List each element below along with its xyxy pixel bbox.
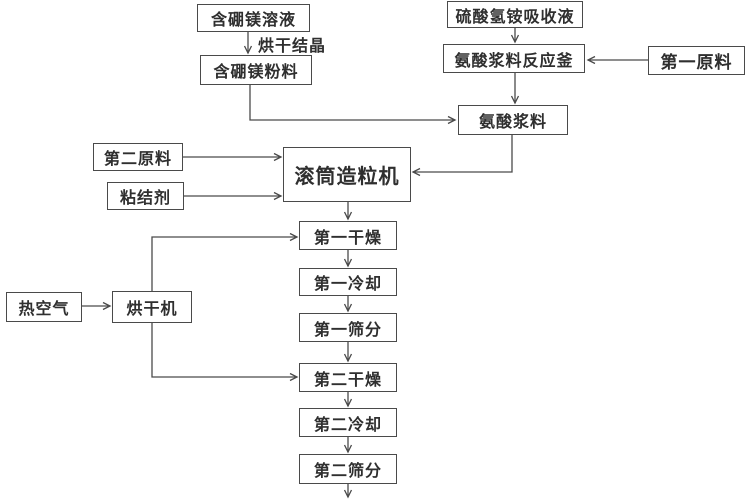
node-boron-magnesium-powder: 含硼镁粉料 [200, 55, 312, 85]
node-hot-air: 热空气 [6, 292, 82, 322]
node-first-drying: 第一干燥 [299, 221, 397, 250]
edge-label-drying-crystallization: 烘干结晶 [258, 36, 327, 55]
edge-dryer-to-dry1 [151, 232, 299, 291]
node-binder: 粘结剂 [107, 182, 184, 210]
edge-powder-to-slurry [249, 85, 457, 125]
node-second-drying: 第二干燥 [299, 363, 397, 392]
node-ammonia-acid-slurry-reactor: 氨酸浆料反应釜 [443, 44, 585, 73]
node-ammonium-bisulfate-absorption-liquid: 硫酸氢铵吸收液 [447, 1, 583, 28]
node-first-cooling: 第一冷却 [299, 268, 397, 296]
node-second-screening: 第二筛分 [299, 454, 397, 484]
node-ammonia-acid-slurry: 氨酸浆料 [458, 105, 568, 135]
node-drum-granulator: 滚筒造粒机 [283, 147, 411, 202]
node-first-raw-material: 第一原料 [648, 46, 745, 75]
node-first-screening: 第一筛分 [299, 313, 397, 342]
node-drying-machine: 烘干机 [112, 291, 192, 323]
node-second-raw-material: 第二原料 [93, 143, 183, 171]
node-boron-magnesium-solution: 含硼镁溶液 [197, 4, 310, 32]
node-second-cooling: 第二冷却 [299, 408, 397, 437]
edge-slurry-to-granulator [411, 135, 513, 177]
edge-dryer-to-dry2 [151, 323, 299, 382]
